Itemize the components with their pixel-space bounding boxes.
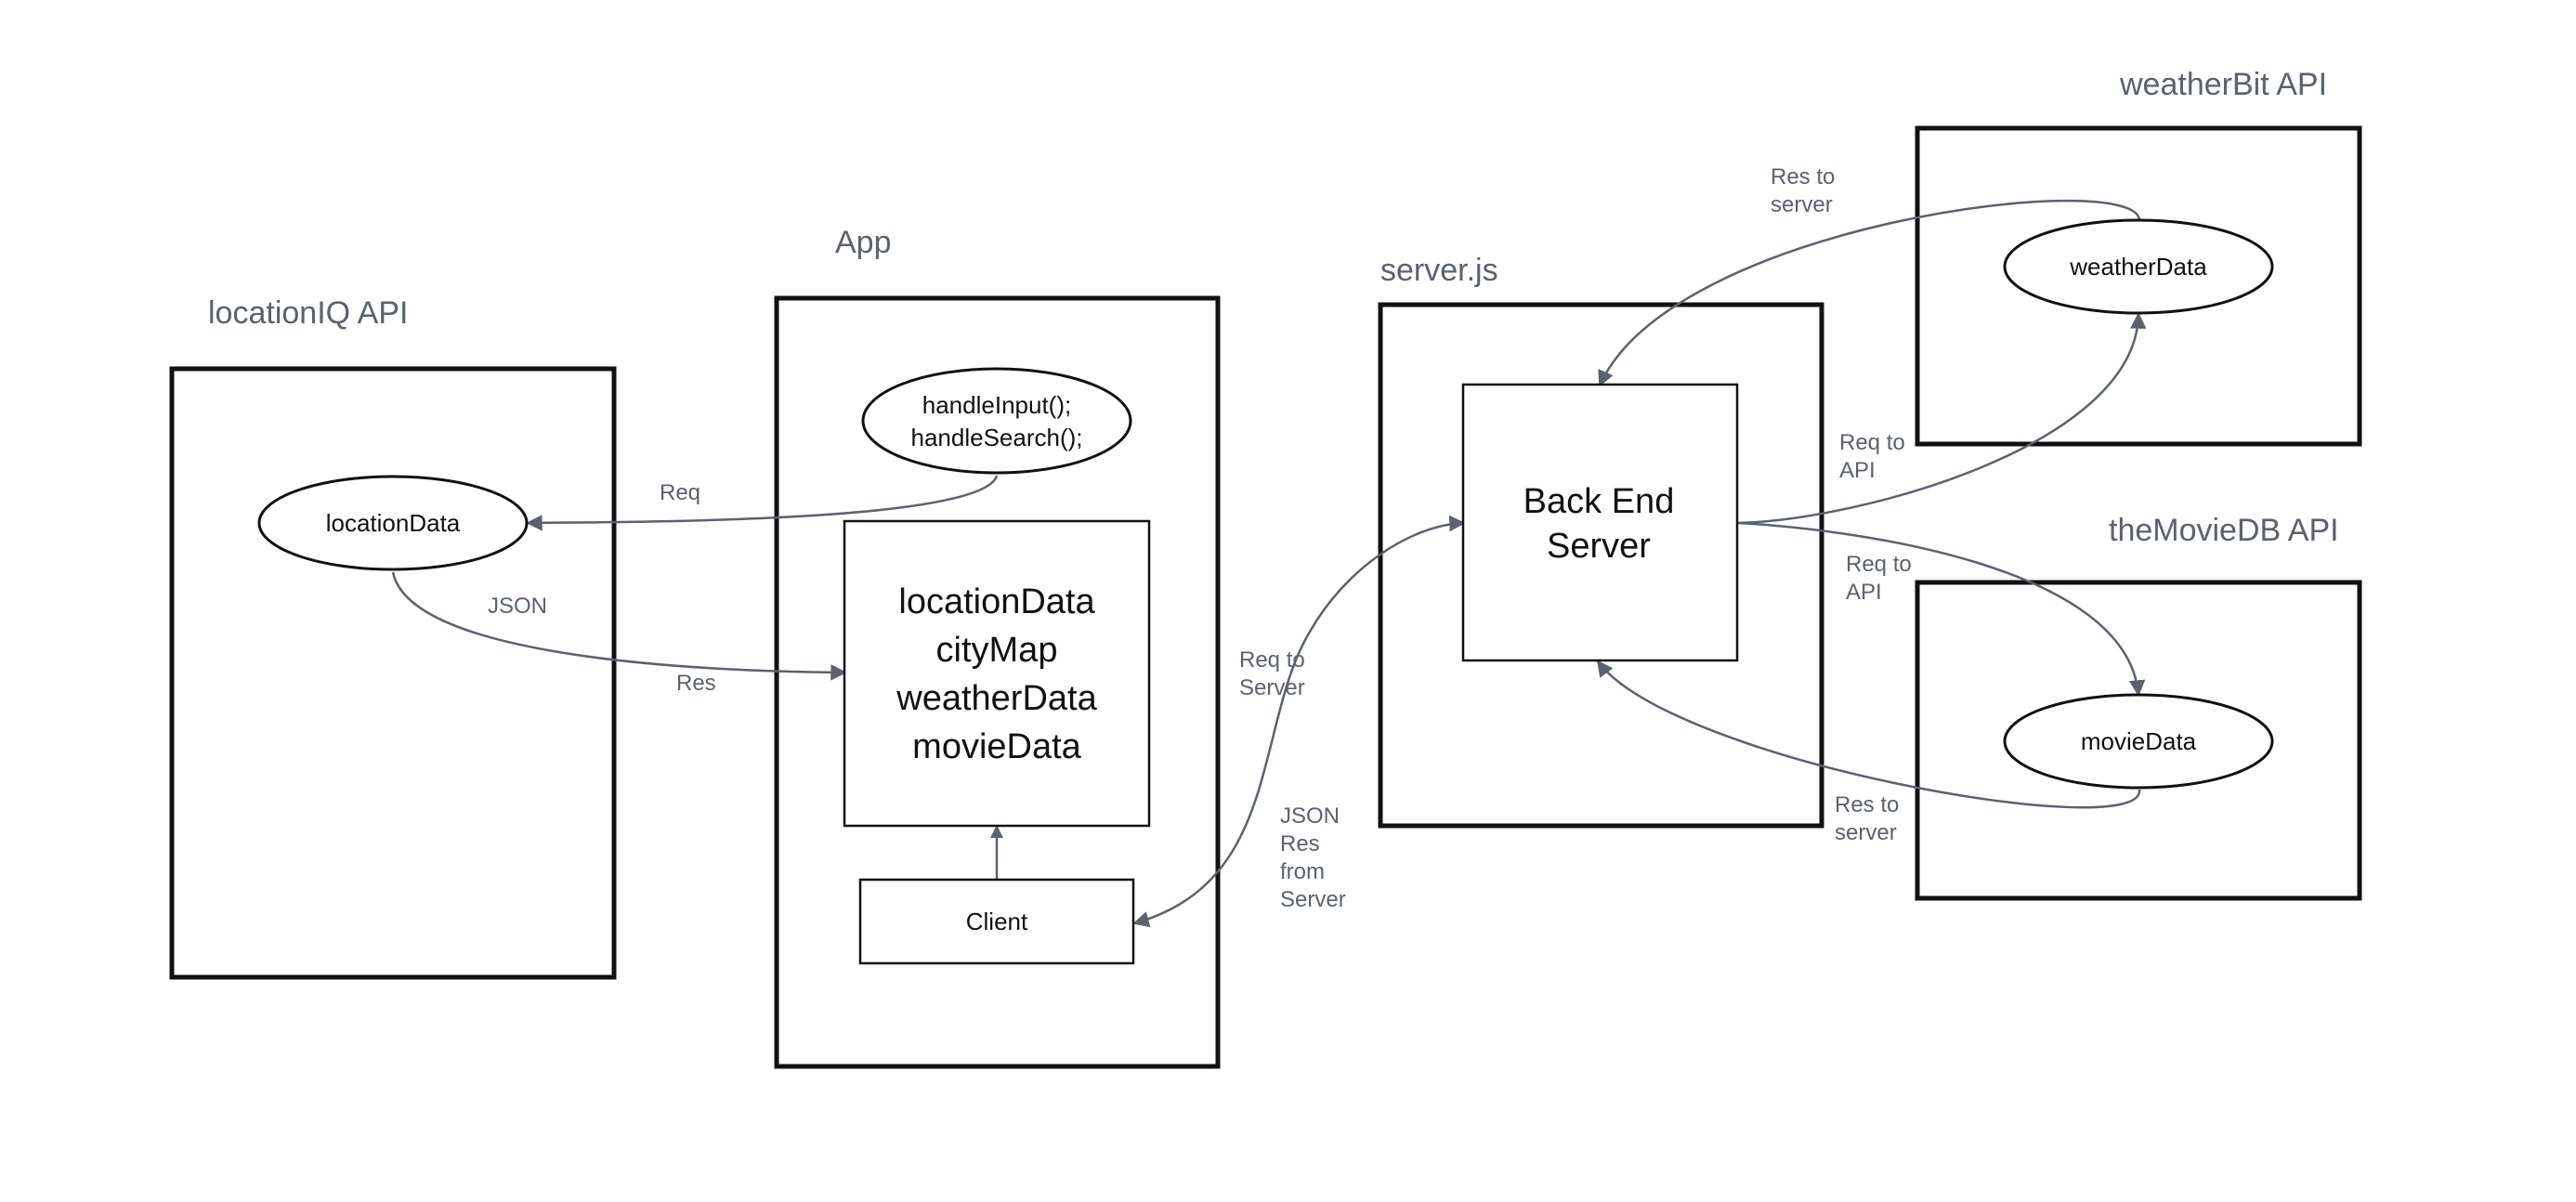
weather-res-label-1: Res to [1771, 164, 1835, 189]
location-data-label: locationData [326, 509, 461, 537]
backend-label-line1: Back End [1523, 482, 1675, 521]
weather-req-label-2: API [1839, 458, 1876, 483]
weather-data-node [2003, 218, 2274, 315]
app-state-box [843, 519, 1151, 828]
state-city-map: cityMap [936, 631, 1058, 670]
backend-label-line2: Server [1547, 527, 1651, 566]
location-api-title: locationIQ API [208, 295, 408, 331]
location-api-box [169, 366, 617, 980]
movie-res-connector [1596, 660, 2141, 809]
json-res-label-3: from [1280, 859, 1325, 884]
server-title: server.js [1380, 253, 1498, 288]
weather-res-connector [1598, 199, 2141, 387]
movie-req-connector [1737, 521, 2146, 697]
handle-input-label: handleInput(); [922, 391, 1071, 419]
res-label: Res [676, 671, 716, 696]
movie-res-label-2: server [1835, 820, 1897, 845]
location-data-node [257, 475, 529, 571]
handlers-node [861, 367, 1132, 475]
req-to-server-label-2: Server [1239, 675, 1305, 700]
weather-req-connector [1737, 312, 2147, 525]
state-location-data: locationData [898, 582, 1095, 621]
json-res-label-4: Server [1280, 887, 1346, 912]
movie-api-title: theMovieDB API [2109, 513, 2339, 548]
client-label: Client [966, 908, 1028, 935]
movie-data-label: movieData [2081, 727, 2197, 755]
req-location-connector [526, 475, 999, 531]
client-to-state-arrowhead [990, 825, 1003, 838]
client-server-connector [1132, 515, 1466, 928]
req-to-server-label-1: Req to [1239, 647, 1305, 673]
json-res-label-2: Res [1280, 831, 1320, 856]
movie-req-label-2: API [1846, 580, 1882, 605]
movie-api-box [1915, 580, 2362, 901]
weather-api-box [1915, 125, 2362, 447]
movie-res-label-1: Res to [1835, 792, 1899, 817]
json-res-label-1: JSON [1280, 804, 1340, 829]
weather-req-label-1: Req to [1839, 430, 1905, 455]
req-label: Req [660, 480, 700, 505]
json-location-connector [391, 571, 847, 681]
weather-res-label-2: server [1771, 192, 1833, 217]
movie-data-node [2003, 693, 2274, 790]
backend-server-box [1461, 383, 1739, 662]
weather-data-label: weatherData [2069, 253, 2207, 281]
state-movie-data: movieData [912, 727, 1081, 766]
app-title: App [835, 225, 892, 260]
handle-search-label: handleSearch(); [911, 424, 1083, 451]
weather-api-title: weatherBit API [2119, 67, 2327, 102]
state-weather-data: weatherData [896, 679, 1097, 718]
client-box [858, 878, 1135, 965]
json-label: JSON [488, 594, 547, 619]
movie-req-label-1: Req to [1846, 552, 1912, 577]
